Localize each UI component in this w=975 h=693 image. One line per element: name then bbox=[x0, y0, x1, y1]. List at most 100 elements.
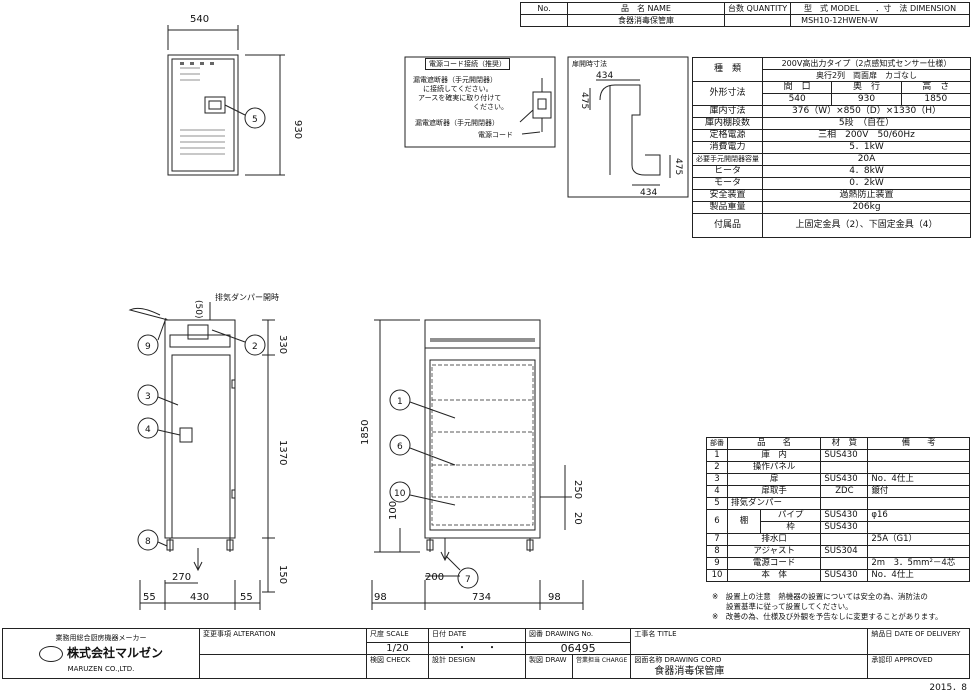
power-box-text: 漏電遮断器（手元開閉器） に接続してください。 アースを確実に取り付けて くださ… bbox=[413, 76, 508, 111]
door-h1: 475 bbox=[579, 92, 589, 109]
spec-consumption-label: 消費電力 bbox=[692, 141, 763, 154]
maruzen-logo-icon bbox=[38, 645, 63, 662]
check-label: 検図 CHECK bbox=[366, 654, 429, 679]
maker-line: 業務用総合厨房機器メーカー bbox=[55, 633, 147, 642]
dim-w430: 430 bbox=[190, 592, 209, 603]
callout-3: 3 bbox=[145, 392, 151, 402]
callout-4-circle bbox=[137, 417, 159, 439]
dim-h1370: 1370 bbox=[277, 440, 288, 465]
drawing-no-value: 06495 bbox=[524, 642, 632, 655]
callout-2: 2 bbox=[252, 342, 258, 352]
callout-10-circle bbox=[389, 481, 411, 503]
spec-weight-label: 製品重量 bbox=[692, 201, 763, 214]
spec-shelves-value: 5段 （自在） bbox=[762, 117, 971, 130]
front-view-panel bbox=[187, 324, 209, 340]
callout-8-circle bbox=[137, 529, 159, 551]
date-value: ・ ・ bbox=[428, 642, 526, 655]
dim-w98l: 98 bbox=[374, 592, 387, 603]
header-model-value: MSH10-12HWEN-W bbox=[790, 14, 970, 27]
spec-motor-value: 0．2kW bbox=[762, 177, 971, 190]
dim-w55l: 55 bbox=[143, 592, 156, 603]
spec-motor-label: モータ bbox=[692, 177, 763, 190]
front-view-body bbox=[164, 319, 236, 539]
charge-label: 営業担当 CHARGE bbox=[571, 654, 632, 679]
dim-w734: 734 bbox=[472, 592, 491, 603]
callout-1-circle bbox=[389, 389, 411, 411]
callout-3-circle bbox=[137, 384, 159, 406]
date-label: 日付 DATE bbox=[428, 628, 526, 643]
table-row: 6 棚 パイプ SUS430 φ16 bbox=[706, 509, 970, 534]
design-label: 設計 DESIGN bbox=[428, 654, 526, 679]
front-view-handle bbox=[179, 427, 193, 443]
door-box-frame bbox=[567, 56, 689, 198]
callout-5: 5 bbox=[252, 115, 258, 125]
door-w1: 434 bbox=[596, 71, 613, 81]
spec-val-w: 540 bbox=[761, 93, 833, 106]
drawing-no-label: 図番 DRAWING No. bbox=[524, 628, 632, 643]
power-box-frame bbox=[404, 56, 556, 148]
change-label: 変更事項 ALTERATION bbox=[199, 628, 367, 655]
top-view-body bbox=[167, 54, 239, 176]
spec-col-w: 間 口 bbox=[761, 81, 833, 94]
draw-label: 製図 DRAW bbox=[525, 654, 573, 679]
dim-h20: 20 bbox=[572, 512, 583, 525]
power-box-title: 電源コード接続（推奨） bbox=[425, 58, 510, 70]
spec-inner-label: 庫内寸法 bbox=[692, 105, 763, 118]
spec-outer-label: 外形寸法 bbox=[692, 81, 763, 106]
dim-h250: 250 bbox=[572, 480, 583, 499]
dim-top-width: 540 bbox=[190, 14, 209, 25]
spec-type-value2: 奥行2列 両面扉 カゴなし bbox=[762, 69, 971, 82]
spec-consumption-value: 5．1kW bbox=[762, 141, 971, 154]
header-product-name: 食器消毒保管庫 bbox=[567, 14, 725, 27]
spec-shelves-label: 庫内棚段数 bbox=[692, 117, 763, 130]
spec-safety-value: 過熱防止装置 bbox=[762, 189, 971, 202]
spec-col-d: 奥 行 bbox=[831, 81, 902, 94]
spec-type-label: 種 類 bbox=[692, 57, 763, 82]
company-name: 株式会社マルゼン bbox=[66, 646, 163, 660]
spec-switch-value: 20A bbox=[762, 153, 971, 166]
cord-label: 図面名称 DRAWING CORD bbox=[634, 656, 722, 664]
delivery-label: 納品日 DATE OF DELIVERY bbox=[867, 628, 970, 655]
spec-power-label: 定格電源 bbox=[692, 129, 763, 142]
door-h2: 475 bbox=[673, 158, 683, 175]
dim-w200: 200 bbox=[425, 572, 444, 583]
spec-inner-value: 376（W）×850（D）×1330（H） bbox=[762, 105, 971, 118]
front-view-door bbox=[171, 354, 231, 539]
damper-label: 排気ダンパー開時 bbox=[215, 292, 279, 302]
door-w2: 434 bbox=[640, 188, 657, 198]
parts-header-no: 部番 bbox=[706, 437, 728, 450]
spec-val-d: 930 bbox=[831, 93, 902, 106]
spec-val-h: 1850 bbox=[900, 93, 972, 106]
dim-top-height: 930 bbox=[292, 120, 303, 139]
side-view-body bbox=[424, 319, 541, 539]
company-en: MARUZEN CO.,LTD. bbox=[67, 664, 135, 673]
callout-1: 1 bbox=[397, 397, 403, 407]
dim-w55r: 55 bbox=[240, 592, 253, 603]
callout-5-circle bbox=[244, 107, 266, 129]
spec-power-value: 三相 200V 50/60Hz bbox=[762, 129, 971, 142]
spec-safety-label: 安全装置 bbox=[692, 189, 763, 202]
company-block: 業務用総合厨房機器メーカー 株式会社マルゼン MARUZEN CO.,LTD. bbox=[2, 628, 200, 679]
dim-w98r: 98 bbox=[548, 592, 561, 603]
title-block: 業務用総合厨房機器メーカー 株式会社マルゼン MARUZEN CO.,LTD. … bbox=[2, 628, 970, 679]
spec-acc-label: 付属品 bbox=[692, 213, 763, 238]
spec-type-value1: 200V高出力タイプ（2点感知式センサー仕様） bbox=[762, 57, 971, 70]
spec-col-h: 高 さ bbox=[900, 81, 972, 94]
dim-h1850: 1850 bbox=[360, 420, 371, 445]
dim-h330: 330 bbox=[277, 335, 288, 354]
callout-7-circle bbox=[457, 567, 479, 589]
approved-label: 承認印 APPROVED bbox=[867, 654, 970, 679]
spec-acc-value: 上固定金具（2）、下固定金具（4） bbox=[762, 213, 971, 238]
notes: ※ 設置上の注意 熱機器の設置については安全の為、消防法の 設置基準に従って設置… bbox=[712, 592, 943, 621]
header-table: No. 品 名 NAME 台数 QUANTITY 型 式 MODEL ．寸 法 … bbox=[520, 2, 970, 27]
spec-heater-value: 4．8kW bbox=[762, 165, 971, 178]
